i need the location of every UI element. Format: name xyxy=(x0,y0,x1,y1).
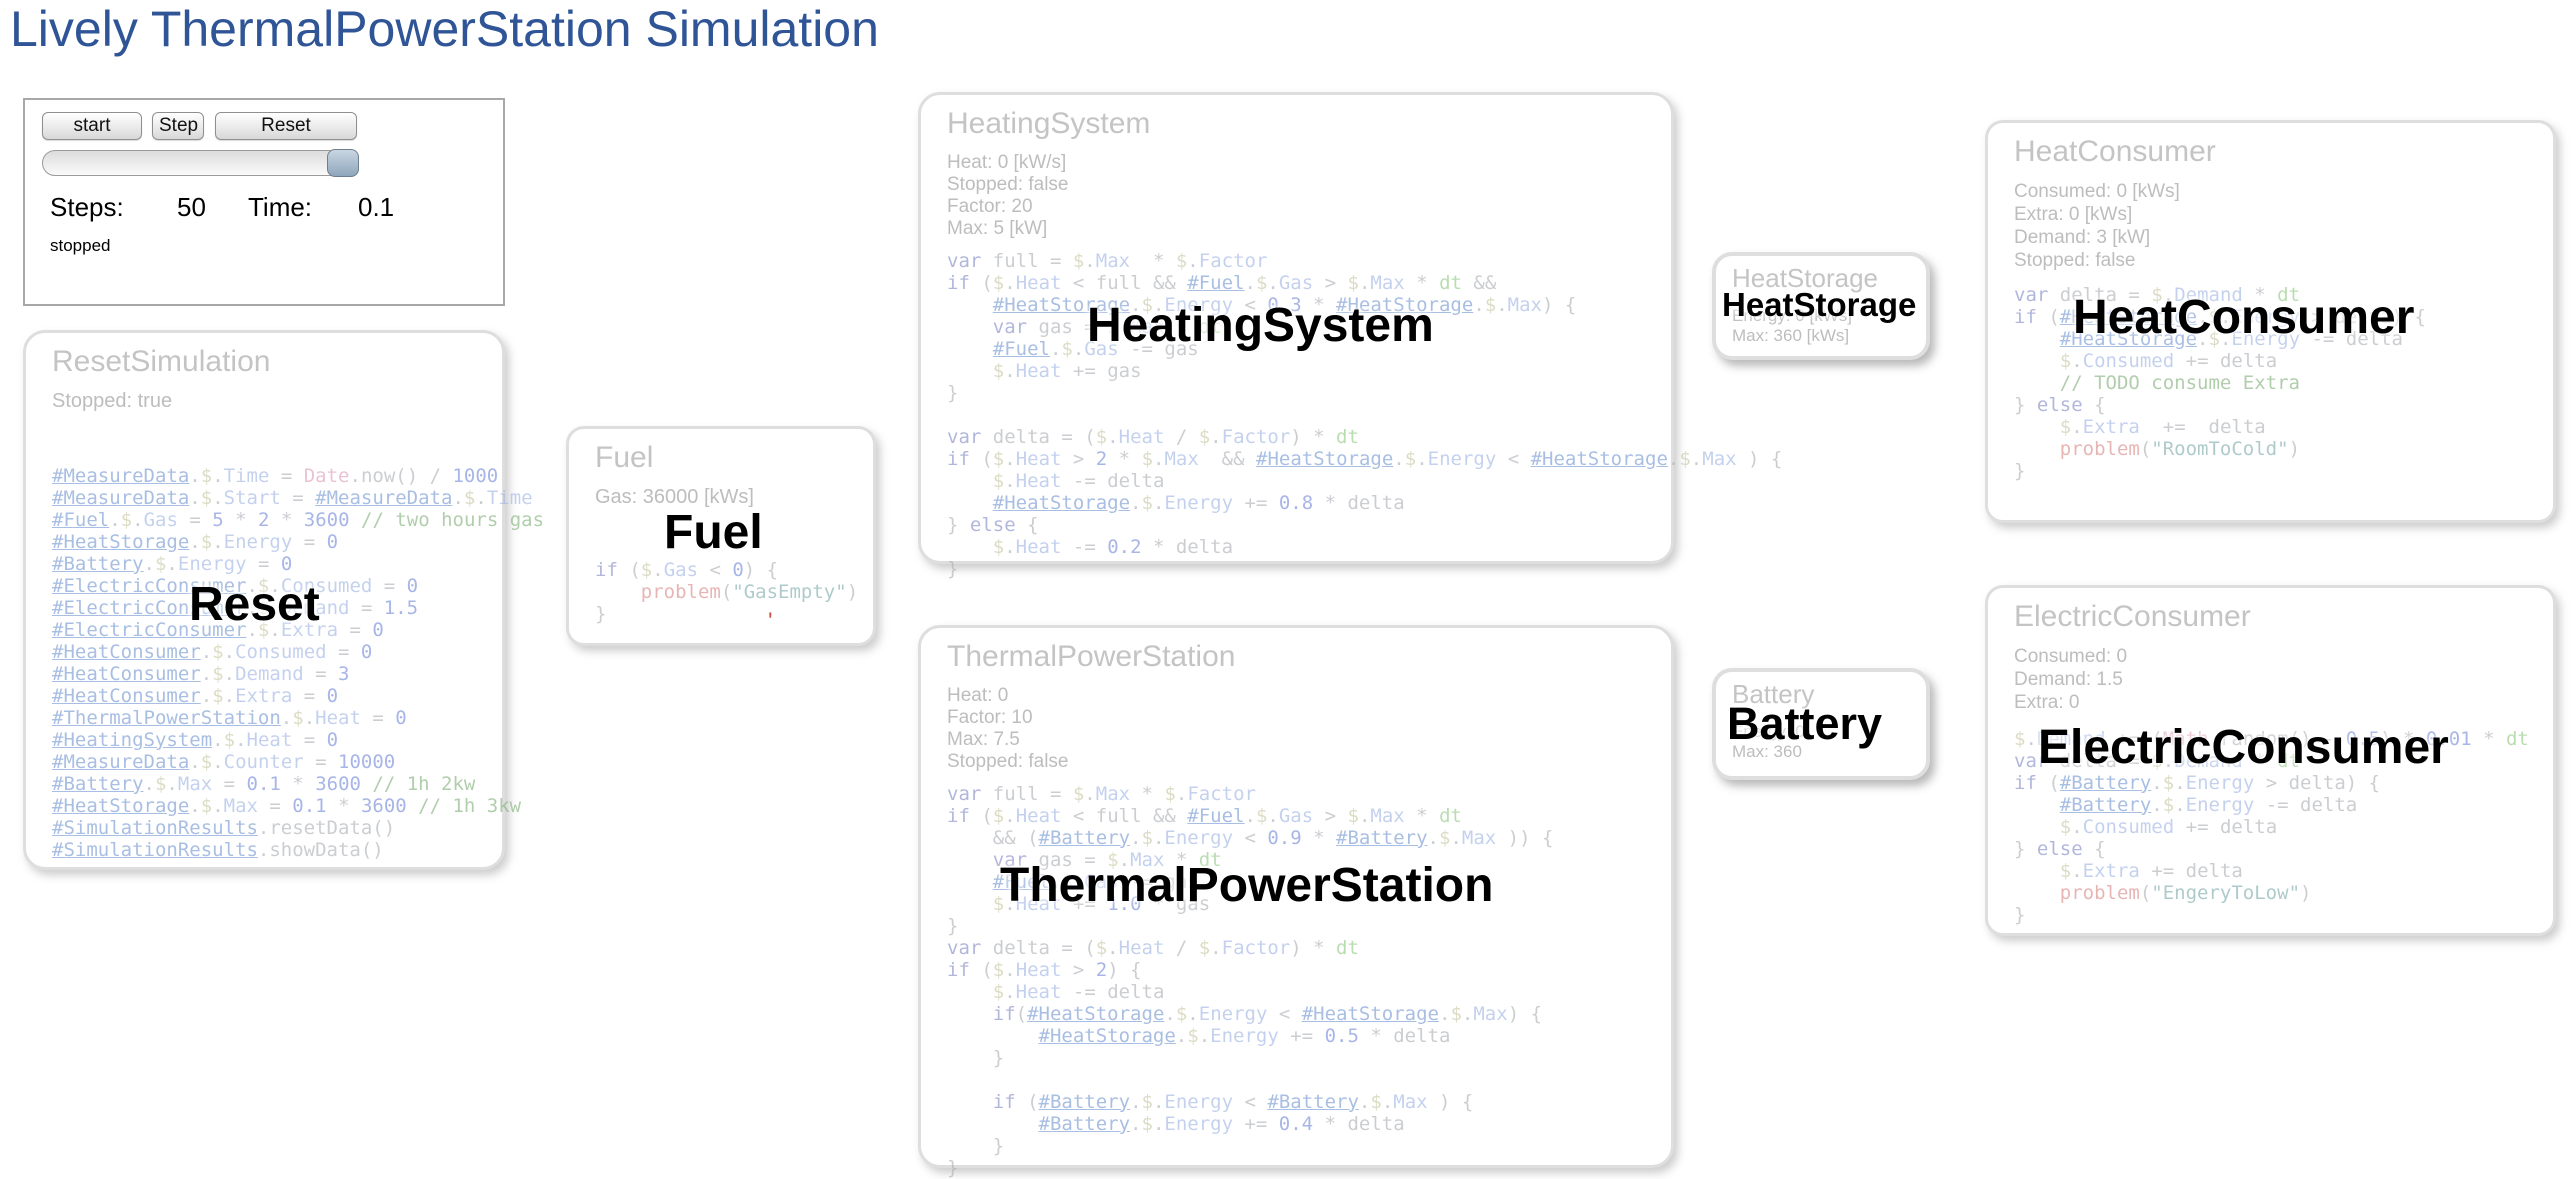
heating-system-code[interactable]: var full = $.Max * $.Factor if ($.Heat <… xyxy=(947,249,1783,580)
battery-overlay-label: Battery xyxy=(1727,698,1883,749)
thermal-power-station-box[interactable]: ThermalPowerStation Heat: 0 Factor: 10 M… xyxy=(918,625,1674,1179)
reset-overlay-label: Reset xyxy=(189,578,320,631)
fuel-overlay-label: Fuel xyxy=(664,506,763,559)
thermal-power-station-title: ThermalPowerStation xyxy=(947,640,1236,673)
battery-stats: Energy: 0 Max: 360 xyxy=(1732,721,1805,761)
heat-consumer-overlay-label: HeatConsumer xyxy=(2073,291,2415,344)
time-label: Time: xyxy=(248,192,313,222)
steps-value: 50 xyxy=(177,192,206,222)
reset-simulation-title: ResetSimulation xyxy=(52,345,271,378)
speed-slider-handle[interactable] xyxy=(327,149,359,177)
status-text: stopped xyxy=(50,236,111,255)
heat-storage-title: HeatStorage xyxy=(1732,263,1878,293)
fuel-title: Fuel xyxy=(595,441,654,474)
heat-storage-box[interactable]: HeatStorage Energy: 0 [kWs] Max: 360 [kW… xyxy=(1712,252,1930,360)
time-value: 0.1 xyxy=(358,192,395,222)
fuel-code[interactable]: if ($.Gas < 0) { problem("GasEmpty") } xyxy=(595,558,859,625)
thermal-power-station-overlay-label: ThermalPowerStation xyxy=(1000,859,1494,912)
heating-system-box[interactable]: HeatingSystem Heat: 0 [kW/s] Stopped: fa… xyxy=(918,92,1782,580)
electric-consumer-stats: Consumed: 0 Demand: 1.5 Extra: 0 xyxy=(2014,645,2128,713)
reset-simulation-stats: Stopped: true xyxy=(52,389,173,412)
heat-consumer-title: HeatConsumer xyxy=(2014,135,2216,168)
heating-system-title: HeatingSystem xyxy=(947,107,1151,140)
heat-storage-overlay-label: HeatStorage xyxy=(1722,286,1917,323)
reset-simulation-box[interactable]: ResetSimulation Stopped: true #MeasureDa… xyxy=(23,330,545,870)
start-button[interactable]: start xyxy=(42,112,142,140)
electric-consumer-box[interactable]: ElectricConsumer Consumed: 0 Demand: 1.5… xyxy=(1985,585,2556,936)
electric-consumer-code[interactable]: $.Demand += (Math.random() - 0.5) * 0.01… xyxy=(2014,727,2529,926)
heat-storage-stats: Energy: 0 [kWs] Max: 360 [kWs] xyxy=(1732,305,1852,345)
heat-consumer-stats: Consumed: 0 [kWs] Extra: 0 [kWs] Demand:… xyxy=(2014,180,2180,271)
battery-box[interactable]: Battery Energy: 0 Max: 360 xyxy=(1712,668,1930,780)
thermal-power-station-stats: Heat: 0 Factor: 10 Max: 7.5 Stopped: fal… xyxy=(947,684,1069,772)
step-button[interactable]: Step xyxy=(152,112,204,140)
thermal-power-station-code[interactable]: var full = $.Max * $.Factor if ($.Heat <… xyxy=(947,782,1554,1179)
reset-button[interactable]: Reset xyxy=(215,112,357,140)
heating-system-overlay-label: HeatingSystem xyxy=(1087,299,1434,352)
steps-label: Steps: xyxy=(50,192,124,222)
page-title: Lively ThermalPowerStation Simulation xyxy=(10,1,879,57)
stray-red-mark: ' xyxy=(768,608,773,635)
simulation-control-panel: start Step Reset Steps: 50 Time: 0.1 sto… xyxy=(23,98,505,306)
battery-title: Battery xyxy=(1732,679,1815,709)
electric-consumer-title: ElectricConsumer xyxy=(2014,600,2251,633)
reset-simulation-code[interactable]: #MeasureData.$.Time = Date.now() / 1000 … xyxy=(52,464,545,861)
heat-consumer-code[interactable]: var delta = $.Demand * dt if (#HeatStora… xyxy=(2014,283,2426,482)
fuel-stats: Gas: 36000 [kWs] xyxy=(595,485,754,508)
electric-consumer-overlay-label: ElectricConsumer xyxy=(2038,721,2449,774)
heat-consumer-box[interactable]: HeatConsumer Consumed: 0 [kWs] Extra: 0 … xyxy=(1985,120,2556,523)
speed-slider[interactable] xyxy=(42,149,359,177)
fuel-box[interactable]: Fuel Gas: 36000 [kWs] if ($.Gas < 0) { p… xyxy=(566,426,876,646)
heating-system-stats: Heat: 0 [kW/s] Stopped: false Factor: 20… xyxy=(947,151,1069,239)
